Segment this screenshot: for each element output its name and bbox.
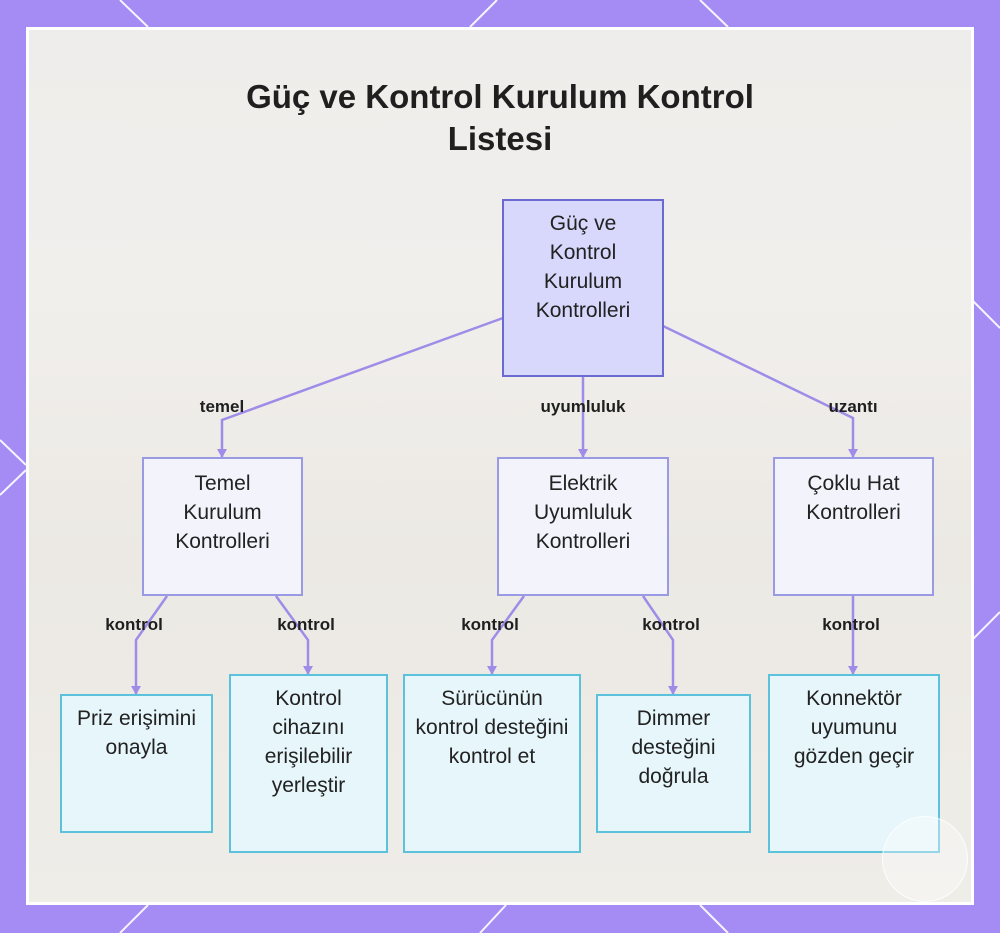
arrow-electrical xyxy=(578,449,588,458)
edge-label-uyumluluk: uyumluluk xyxy=(540,397,626,416)
watermark-badge xyxy=(882,816,968,902)
node-root: Güç ve Kontrol Kurulum Kontrolleri xyxy=(502,199,664,377)
arrow-connector xyxy=(848,666,858,675)
edge-basic-placement xyxy=(274,595,310,674)
node-placement: Kontrol cihazını erişilebilir yerleştir xyxy=(229,674,388,853)
edge-label-temel: temel xyxy=(199,397,245,416)
edge-label-kontrol-outlet: kontrol xyxy=(105,615,163,634)
edge-electrical-driver xyxy=(490,595,526,674)
edge-root-multiline xyxy=(662,324,855,457)
node-driver: Sürücünün kontrol desteğini kontrol et xyxy=(403,674,581,853)
edge-label-kontrol-dimmer: kontrol xyxy=(642,615,700,634)
node-basic: Temel Kurulum Kontrolleri xyxy=(142,457,303,596)
arrow-multiline xyxy=(848,449,858,458)
edge-label-kontrol-connector: kontrol xyxy=(822,615,880,634)
edge-label-uzanti: uzantı xyxy=(828,397,878,416)
arrow-basic xyxy=(217,449,227,458)
arrow-dimmer xyxy=(668,686,678,695)
arrow-placement xyxy=(303,666,313,675)
edge-basic-outlet xyxy=(134,595,169,694)
diagram-title: Güç ve Kontrol Kurulum Kontrol Listesi xyxy=(246,78,754,157)
node-electrical: Elektrik Uyumluluk Kontrolleri xyxy=(497,457,669,596)
edge-electrical-dimmer xyxy=(641,595,675,694)
arrow-driver xyxy=(487,666,497,675)
node-multiline: Çoklu Hat Kontrolleri xyxy=(773,457,934,596)
edge-label-kontrol-placement: kontrol xyxy=(277,615,335,634)
edge-root-basic xyxy=(220,316,504,457)
arrow-outlet xyxy=(131,686,141,695)
node-dimmer: Dimmer desteğini doğrula xyxy=(596,694,751,833)
node-outlet: Priz erişimini onayla xyxy=(60,694,213,833)
edge-label-kontrol-driver: kontrol xyxy=(461,615,519,634)
